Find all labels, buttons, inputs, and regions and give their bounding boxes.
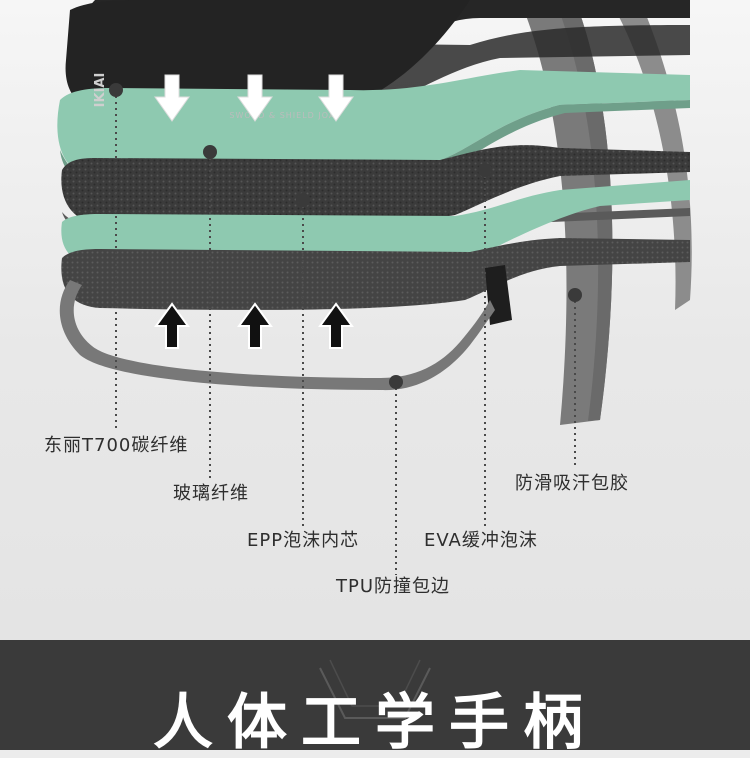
up-arrow-icon [320, 304, 352, 348]
exploded-paddle-diagram: IKIAI SWORD & SHIELD JOAY 东丽T700碳纤维 玻璃纤维… [0, 0, 750, 640]
paddle-layers-illustration: IKIAI SWORD & SHIELD JOAY [0, 0, 750, 640]
up-pressure-arrows [156, 304, 352, 348]
label-carbon-fiber: 东丽T700碳纤维 [44, 436, 188, 456]
label-tpu-edge-guard: TPU防撞包边 [336, 577, 450, 597]
label-anti-slip-grip: 防滑吸汗包胶 [515, 474, 629, 494]
paddle-logo-text: IKIAI [93, 73, 108, 108]
label-epp-foam-core: EPP泡沫内芯 [247, 531, 359, 551]
section-title: 人体工学手柄 [0, 688, 750, 758]
paddle-face-text: SWORD & SHIELD JOAY [229, 111, 340, 120]
label-eva-cushion-foam: EVA缓冲泡沫 [424, 531, 538, 551]
label-fiberglass: 玻璃纤维 [173, 484, 249, 504]
up-arrow-icon [156, 304, 188, 348]
up-arrow-icon [239, 304, 271, 348]
